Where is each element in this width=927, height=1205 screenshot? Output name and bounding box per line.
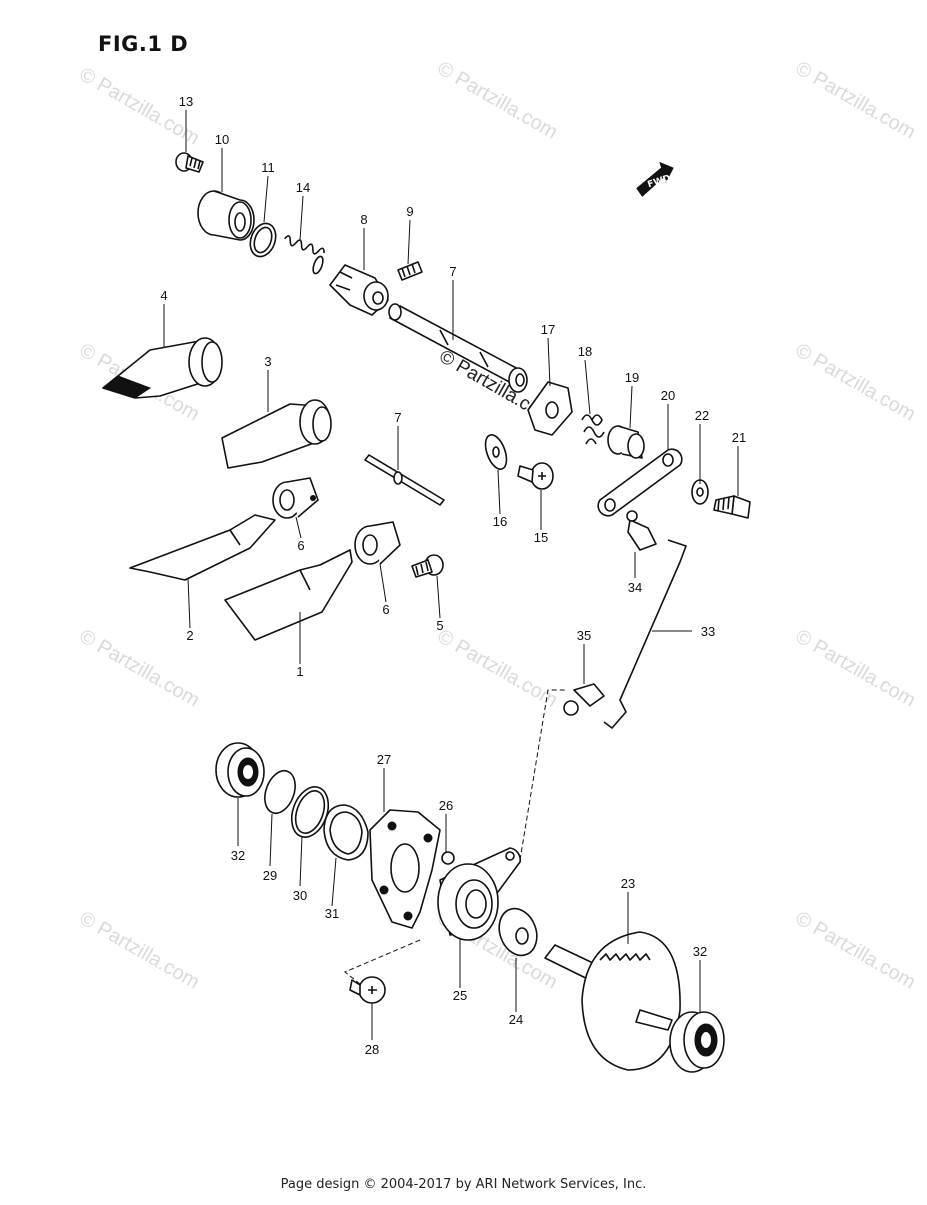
figure-title: FIG.1 D bbox=[98, 32, 189, 56]
part-14-spring[interactable] bbox=[283, 235, 325, 275]
callout-13: 13 bbox=[179, 94, 193, 109]
callout-6-lower: 6 bbox=[382, 602, 389, 617]
callout-32-right: 32 bbox=[693, 944, 707, 959]
callout-10: 9 bbox=[406, 204, 413, 219]
callout-26: 26 bbox=[439, 798, 453, 813]
callout-2: 2 bbox=[186, 628, 193, 643]
callout-9: 8 bbox=[360, 212, 367, 227]
callout-31: 31 bbox=[325, 906, 339, 921]
part-35-clip[interactable] bbox=[563, 683, 605, 716]
callout-16: 16 bbox=[493, 514, 507, 529]
leader-lines bbox=[163, 110, 739, 1040]
part-6-collar-lower[interactable] bbox=[354, 521, 401, 565]
watermark: © Partzilla.com bbox=[434, 57, 562, 143]
part-6-collar-upper[interactable] bbox=[272, 477, 319, 519]
callout-19: 19 bbox=[625, 370, 639, 385]
part-30-o-ring[interactable] bbox=[285, 782, 335, 842]
callout-12: 11 bbox=[261, 160, 275, 175]
part-23-kick-gear[interactable] bbox=[544, 931, 681, 1071]
callout-11: 10 bbox=[215, 132, 229, 147]
part-13-screw[interactable] bbox=[175, 152, 204, 173]
callout-28: 28 bbox=[365, 1042, 379, 1057]
part-19-collar[interactable] bbox=[607, 425, 645, 459]
callout-17: 17 bbox=[541, 322, 555, 337]
callout-3: 3 bbox=[264, 354, 271, 369]
part-27-cam-plate[interactable] bbox=[369, 809, 441, 929]
part-17-plate[interactable] bbox=[527, 381, 573, 436]
part-4-valve[interactable] bbox=[101, 337, 223, 399]
callout-labels: 13 10 11 14 8 9 7 4 3 7 17 18 19 20 22 2… bbox=[160, 94, 746, 1057]
fwd-arrow-icon: FWD bbox=[636, 161, 674, 197]
watermark: © Partzilla.com bbox=[434, 625, 562, 711]
callout-5: 5 bbox=[436, 618, 443, 633]
watermark: © Partzilla.com bbox=[792, 57, 920, 143]
part-25-gear-plate[interactable] bbox=[437, 847, 521, 941]
page-footer: Page design © 2004-2017 by ARI Network S… bbox=[280, 1177, 647, 1192]
callout-15: 15 bbox=[534, 530, 548, 545]
callout-18: 18 bbox=[578, 344, 592, 359]
part-5-bolt[interactable] bbox=[411, 554, 444, 578]
callout-20: 20 bbox=[661, 388, 675, 403]
part-26-ball[interactable] bbox=[441, 851, 455, 865]
watermark: © Partzilla.com bbox=[792, 907, 920, 993]
part-8-shaft[interactable] bbox=[388, 303, 528, 393]
callout-30: 30 bbox=[293, 888, 307, 903]
callout-6-upper: 6 bbox=[297, 538, 304, 553]
part-20-lever-arm[interactable] bbox=[597, 448, 683, 517]
part-29-circlip[interactable] bbox=[259, 767, 300, 818]
part-7-pin[interactable] bbox=[364, 454, 445, 506]
callout-8: 7 bbox=[449, 264, 456, 279]
part-28-screw[interactable] bbox=[349, 976, 386, 1004]
part-32-bearing-right[interactable] bbox=[669, 1011, 725, 1073]
part-3-valve[interactable] bbox=[221, 399, 332, 469]
callout-23: 23 bbox=[621, 876, 635, 891]
watermark: © Partzilla.com bbox=[76, 625, 204, 711]
callout-35: 35 bbox=[577, 628, 591, 643]
callout-22: 22 bbox=[695, 408, 709, 423]
part-18-spring[interactable] bbox=[581, 414, 605, 445]
callout-4: 4 bbox=[160, 288, 167, 303]
callout-7: 7 bbox=[394, 410, 401, 425]
part-12-o-ring[interactable] bbox=[246, 220, 280, 260]
part-31-seal[interactable] bbox=[323, 804, 369, 861]
part-16-washer[interactable] bbox=[481, 432, 510, 472]
callout-33: 33 bbox=[701, 624, 715, 639]
callout-25: 25 bbox=[453, 988, 467, 1003]
part-10-set-screw[interactable] bbox=[397, 261, 423, 281]
callout-27: 27 bbox=[377, 752, 391, 767]
part-21-bolt[interactable] bbox=[713, 495, 751, 519]
part-34-clip[interactable] bbox=[626, 510, 657, 551]
watermark: © Partzilla.com bbox=[792, 625, 920, 711]
part-2-valve-blade[interactable] bbox=[129, 514, 276, 581]
callout-32-left: 32 bbox=[231, 848, 245, 863]
callout-34: 34 bbox=[628, 580, 642, 595]
part-11-cap[interactable] bbox=[197, 190, 255, 241]
callout-24: 24 bbox=[509, 1012, 523, 1027]
part-33-rod[interactable] bbox=[603, 539, 687, 729]
watermark: © Partzilla.com bbox=[76, 907, 204, 993]
fwd-label: FWD bbox=[646, 174, 671, 191]
watermark: © Partzilla.com bbox=[792, 339, 920, 425]
part-9-lever[interactable] bbox=[329, 264, 389, 316]
part-1-valve-blade[interactable] bbox=[224, 549, 353, 641]
callout-1: 1 bbox=[296, 664, 303, 679]
part-32-bearing-left[interactable] bbox=[215, 742, 265, 798]
callout-29: 29 bbox=[263, 868, 277, 883]
part-24-washer[interactable] bbox=[493, 903, 543, 960]
part-15-screw[interactable] bbox=[517, 462, 554, 490]
callout-14: 14 bbox=[296, 180, 310, 195]
callout-21: 21 bbox=[732, 430, 746, 445]
